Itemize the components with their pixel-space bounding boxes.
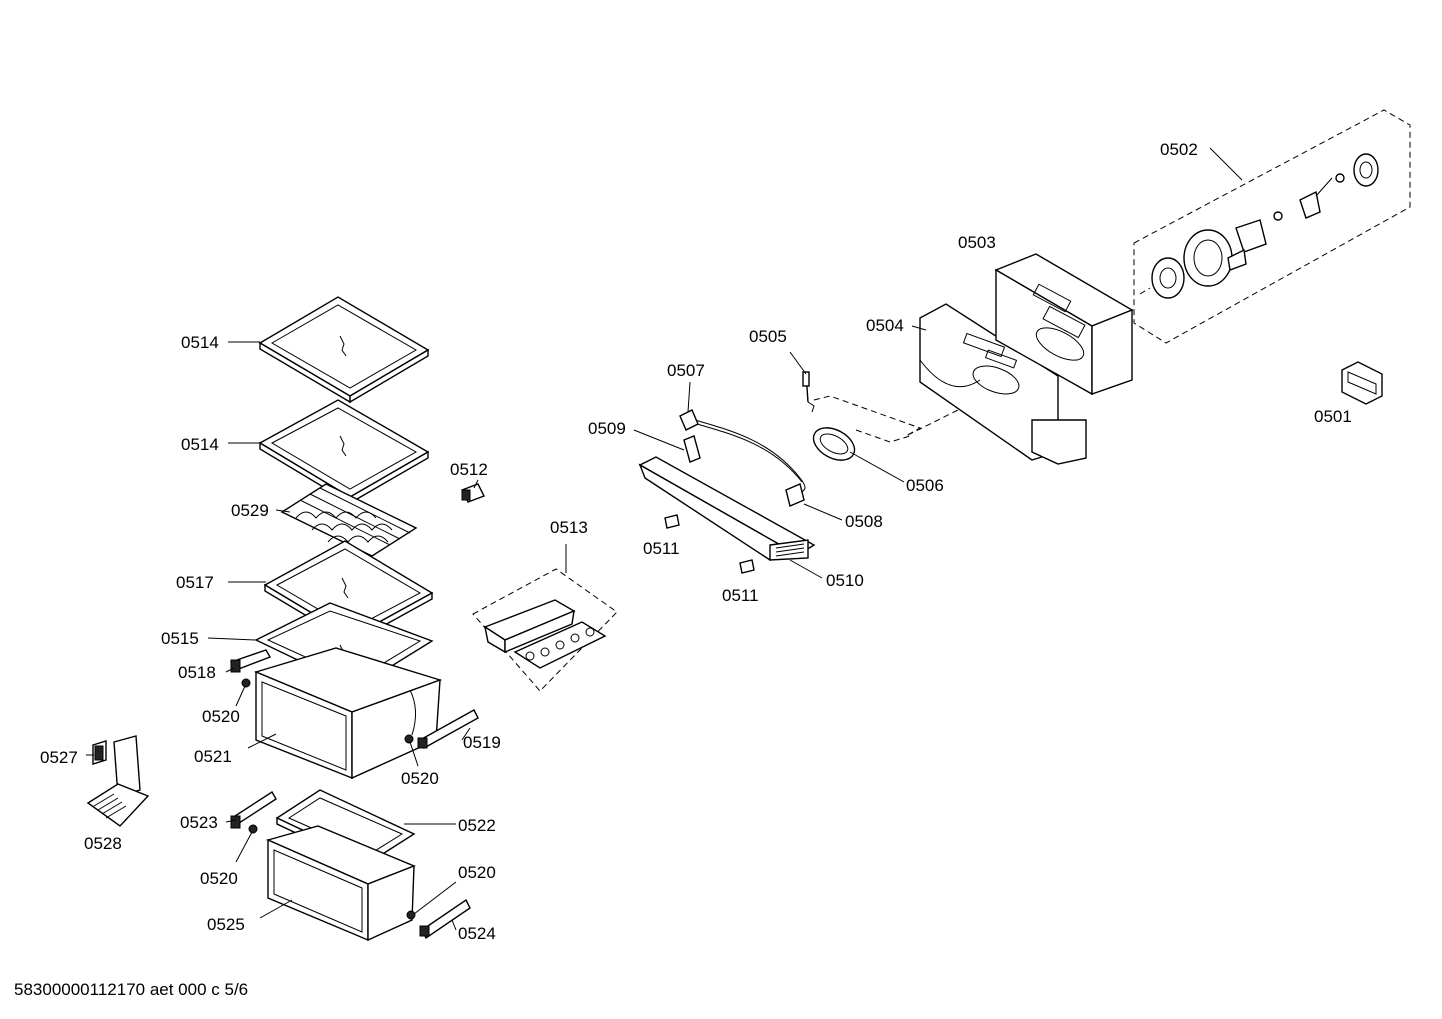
label-0520-b: 0520 [401,769,439,788]
label-0503: 0503 [958,233,996,252]
wire-0507 [679,409,806,495]
lens-0506 [812,427,856,461]
label-0512: 0512 [450,460,488,479]
label-0525: 0525 [207,915,245,934]
part-0527 [92,740,107,765]
switch-0501 [1341,361,1383,405]
leader-dash-0505 [813,395,971,443]
screw-0511-a [664,514,680,529]
label-0513: 0513 [550,518,588,537]
label-0509: 0509 [588,419,626,438]
label-0527: 0527 [40,748,78,767]
rail-0518 [229,649,272,673]
housing-panel-0504 [919,303,1087,465]
cover-0510 [638,456,816,561]
label-0515: 0515 [161,629,199,648]
drawer-0521 [253,647,443,780]
lamp-0508 [785,483,805,507]
label-0521: 0521 [194,747,232,766]
holder-0528 [86,735,150,827]
part-labels: 0514 0514 0529 0517 0515 0518 0520 0521 … [40,140,1352,943]
label-0523: 0523 [180,813,218,832]
label-0508: 0508 [845,512,883,531]
label-0504: 0504 [866,316,904,335]
label-0520-d: 0520 [458,863,496,882]
label-0522: 0522 [458,816,496,835]
label-0517: 0517 [176,573,214,592]
fan-assembly-group-0502 [1133,109,1411,344]
screw-0520-d [406,910,416,920]
label-0502: 0502 [1160,140,1198,159]
document-reference: 58300000112170 aet 000 c 5/6 [14,980,249,999]
rail-0524 [419,898,471,940]
screw-0520-a [241,678,251,688]
label-0528: 0528 [84,834,122,853]
label-0511-a: 0511 [643,539,680,558]
label-0518: 0518 [178,663,216,682]
fan-housing-0503 [994,253,1134,396]
label-0501: 0501 [1314,407,1352,426]
rail-0519 [417,709,479,749]
glass-shelf-0514-lower [258,399,430,505]
clip-0512 [461,483,485,503]
drawer-0525 [265,825,416,942]
screw-0520-c [248,824,258,834]
wine-rack-0529 [280,483,418,557]
screw-0520-b [404,734,414,744]
label-0519: 0519 [463,733,501,752]
rail-0523 [230,791,277,829]
label-0505: 0505 [749,327,787,346]
label-0520-a: 0520 [202,707,240,726]
label-0510: 0510 [826,571,864,590]
glass-shelf-0514-top [258,296,430,404]
label-0524: 0524 [458,924,496,943]
sensor-0505 [802,371,815,413]
screw-0511-b [739,559,755,574]
label-0514-lower: 0514 [181,435,219,454]
label-0506: 0506 [906,476,944,495]
label-0520-c: 0520 [200,869,238,888]
leader-lines [86,147,1243,931]
label-0507: 0507 [667,361,705,380]
label-0514-top: 0514 [181,333,219,352]
label-0511-b: 0511 [722,586,759,605]
lamp-socket-0509 [683,435,701,463]
label-0529: 0529 [231,501,269,520]
egg-tray-group-0513 [472,568,618,692]
